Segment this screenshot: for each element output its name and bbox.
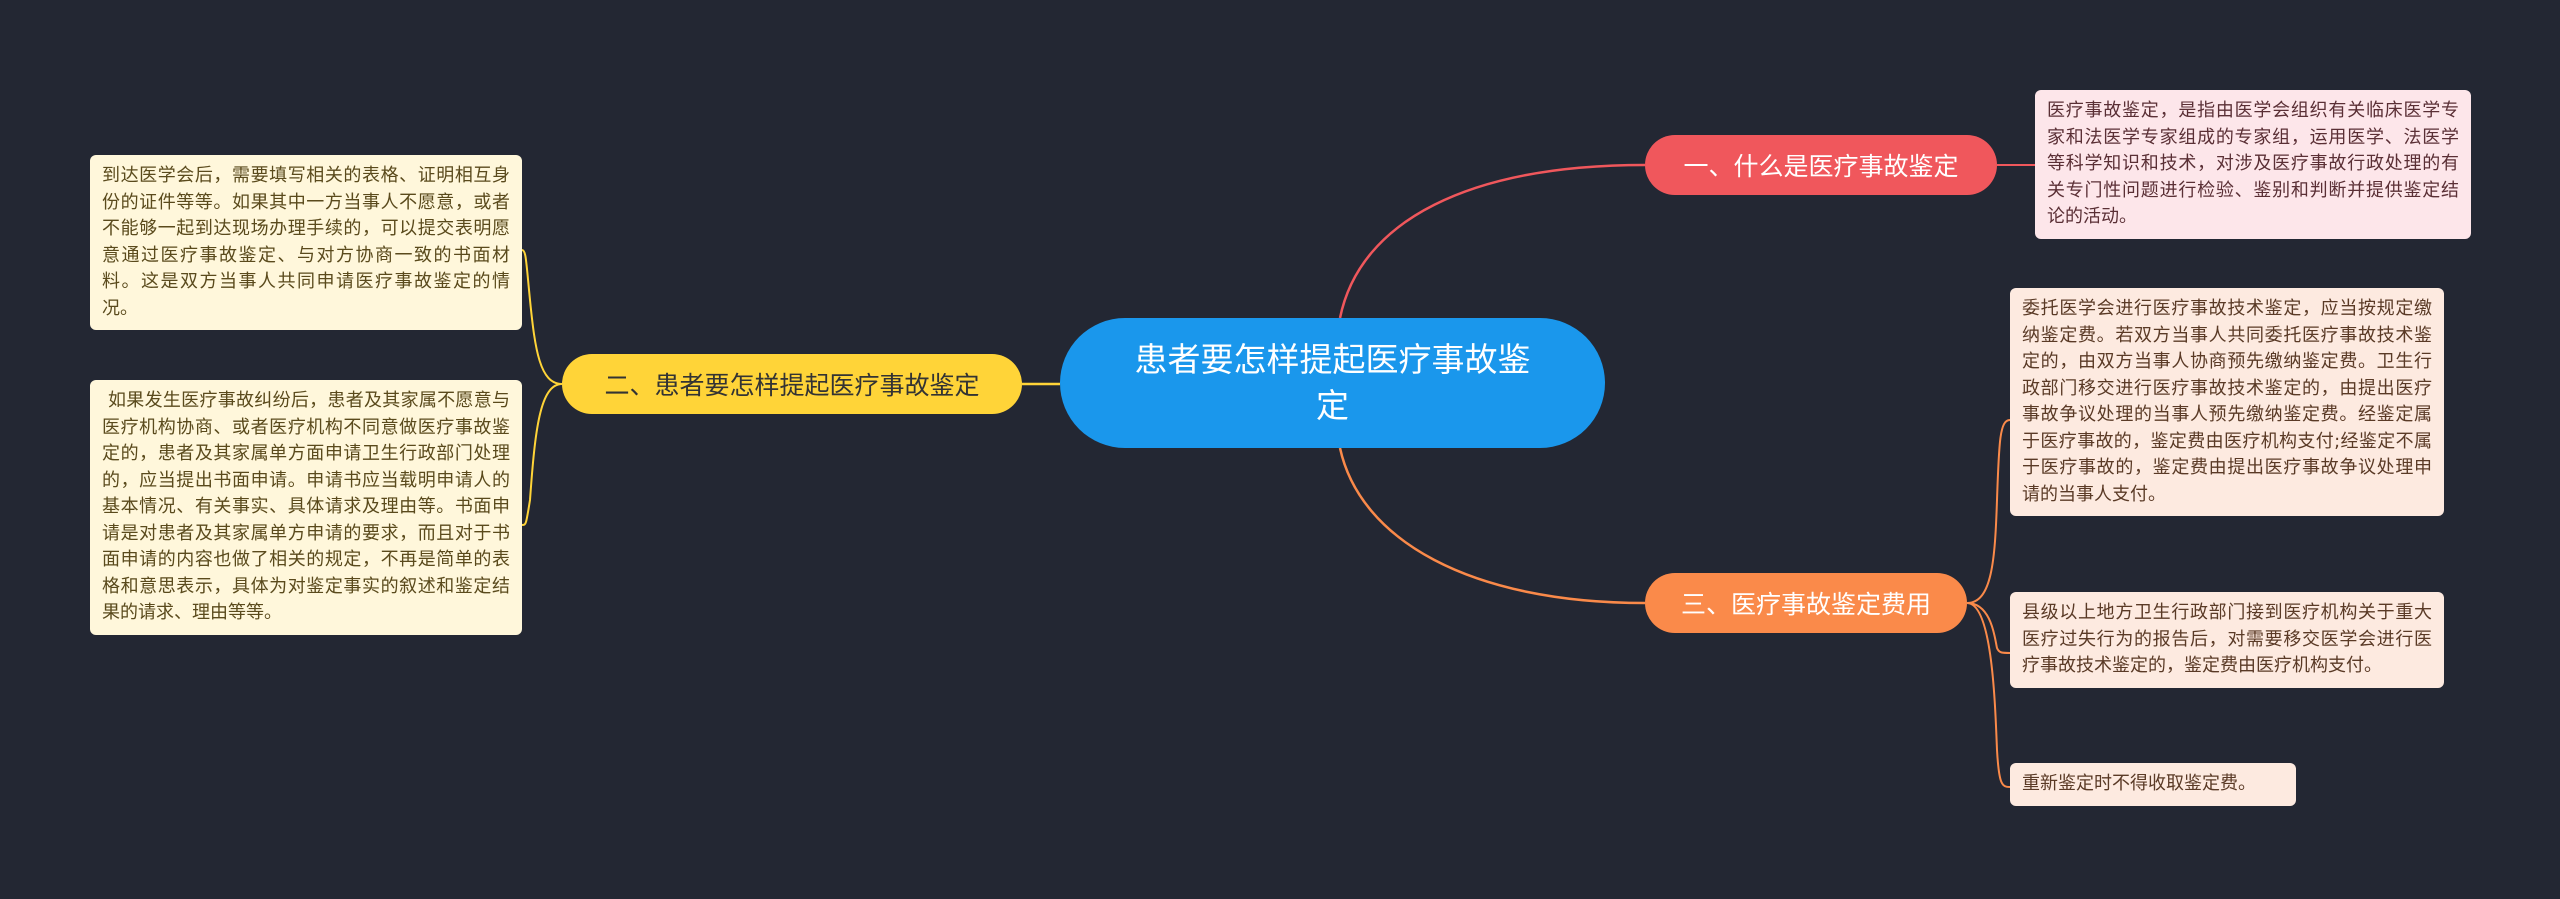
- branch-how-patient-applies[interactable]: 二、患者要怎样提起医疗事故鉴定: [562, 354, 1022, 414]
- leaf-text: 委托医学会进行医疗事故技术鉴定，应当按规定缴纳鉴定费。若双方当事人共同委托医疗事…: [2022, 298, 2432, 505]
- leaf-unilateral-application[interactable]: 如果发生医疗事故纠纷后，患者及其家属不愿意与医疗机构协商、或者医疗机构不同意做医…: [90, 380, 522, 635]
- link-branch2-leaf1: [521, 249, 563, 385]
- link-branch3-leaf3: [1966, 602, 2011, 788]
- leaf-definition[interactable]: 医疗事故鉴定，是指由医学会组织有关临床医学专家和法医学专家组成的专家组，运用医学…: [2035, 90, 2471, 239]
- branch-what-is-medical-accident-appraisal[interactable]: 一、什么是医疗事故鉴定: [1645, 135, 1997, 195]
- link-branch3-leaf2: [1966, 602, 2011, 654]
- link-root-branch3: [1338, 447, 1646, 605]
- leaf-text: 到达医学会后，需要填写相关的表格、证明相互身份的证件等等。如果其中一方当事人不愿…: [102, 165, 510, 319]
- leaf-text: 重新鉴定时不得收取鉴定费。: [2022, 773, 2256, 794]
- branch-label: 三、医疗事故鉴定费用: [1680, 590, 1931, 619]
- branch-appraisal-fees[interactable]: 三、医疗事故鉴定费用: [1645, 573, 1967, 633]
- leaf-fee-by-institution[interactable]: 县级以上地方卫生行政部门接到医疗机构关于重大医疗过失行为的报告后，对需要移交医学…: [2010, 592, 2444, 688]
- branch-label: 二、患者要怎样提起医疗事故鉴定: [604, 371, 980, 400]
- link-root-branch1: [1338, 163, 1646, 319]
- leaf-joint-application[interactable]: 到达医学会后，需要填写相关的表格、证明相互身份的证件等等。如果其中一方当事人不愿…: [90, 155, 522, 330]
- leaf-no-fee-reappraisal[interactable]: 重新鉴定时不得收取鉴定费。: [2010, 763, 2296, 806]
- link-branch2-leaf2: [521, 383, 563, 526]
- leaf-text: 医疗事故鉴定，是指由医学会组织有关临床医学专家和法医学专家组成的专家组，运用医学…: [2047, 100, 2459, 227]
- branch-label: 一、什么是医疗事故鉴定: [1683, 152, 1959, 181]
- central-topic[interactable]: 患者要怎样提起医疗事故鉴定: [1060, 318, 1605, 448]
- leaf-text: 如果发生医疗事故纠纷后，患者及其家属不愿意与医疗机构协商、或者医疗机构不同意做医…: [102, 390, 510, 623]
- leaf-text: 县级以上地方卫生行政部门接到医疗机构关于重大医疗过失行为的报告后，对需要移交医学…: [2022, 602, 2432, 676]
- link-branch3-leaf1: [1966, 419, 2011, 604]
- leaf-fee-payment[interactable]: 委托医学会进行医疗事故技术鉴定，应当按规定缴纳鉴定费。若双方当事人共同委托医疗事…: [2010, 288, 2444, 516]
- central-topic-label: 患者要怎样提起医疗事故鉴定: [1134, 340, 1531, 425]
